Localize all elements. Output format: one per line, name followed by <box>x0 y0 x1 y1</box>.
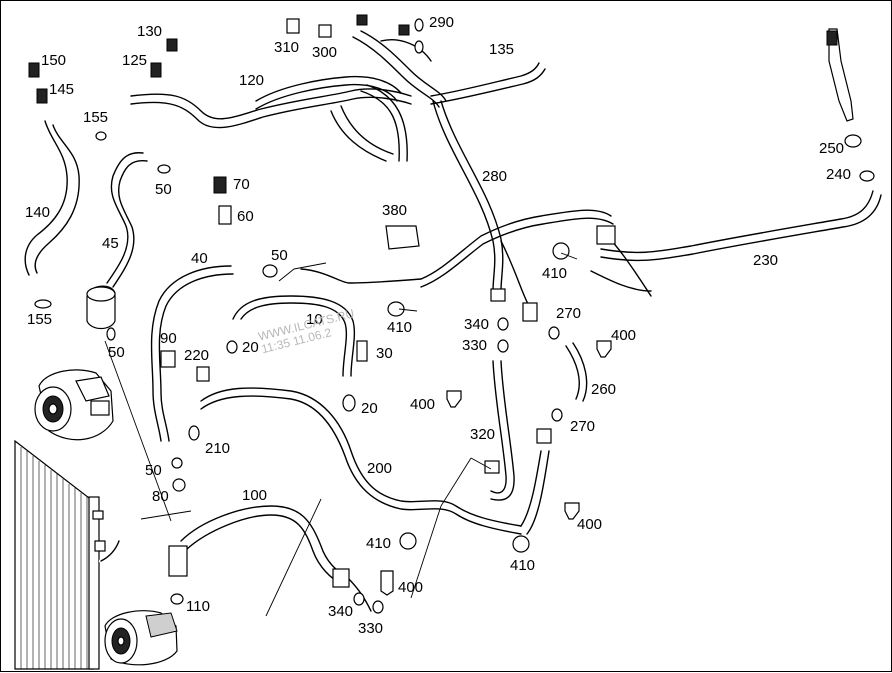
compressor-lower <box>104 610 178 666</box>
callout-140[interactable]: 140 <box>25 204 51 221</box>
callout-380[interactable]: 380 <box>382 202 408 219</box>
callout-80[interactable]: 80 <box>152 488 169 505</box>
leader-lines <box>104 252 578 617</box>
callout-330-mid[interactable]: 330 <box>462 337 488 354</box>
callout-40[interactable]: 40 <box>191 250 208 267</box>
callout-145[interactable]: 145 <box>49 81 75 98</box>
callout-60[interactable]: 60 <box>237 208 254 225</box>
callout-320[interactable]: 320 <box>470 426 496 443</box>
callout-70[interactable]: 70 <box>233 176 250 193</box>
expansion-rod <box>826 28 875 182</box>
callout-50-lower[interactable]: 50 <box>145 462 162 479</box>
callout-270-upper[interactable]: 270 <box>556 305 582 322</box>
callout-400-bottom[interactable]: 400 <box>398 579 424 596</box>
callout-230[interactable]: 230 <box>753 252 779 269</box>
callout-200[interactable]: 200 <box>367 460 393 477</box>
callout-400-mid[interactable]: 400 <box>410 396 436 413</box>
receiver-drier <box>86 285 116 330</box>
callout-150[interactable]: 150 <box>41 52 67 69</box>
callout-340-bottom[interactable]: 340 <box>328 603 354 620</box>
callout-50-upper[interactable]: 50 <box>155 181 172 198</box>
compressor-upper <box>34 369 114 441</box>
hoses <box>24 30 882 612</box>
callout-270-lower[interactable]: 270 <box>570 418 596 435</box>
callout-90[interactable]: 90 <box>160 330 177 347</box>
callout-130[interactable]: 130 <box>137 23 163 40</box>
callout-410-bottom[interactable]: 410 <box>510 557 536 574</box>
callout-240[interactable]: 240 <box>826 166 852 183</box>
callout-20-upper[interactable]: 20 <box>242 339 259 356</box>
callout-135[interactable]: 135 <box>489 41 515 58</box>
callout-410-mid[interactable]: 410 <box>387 319 413 336</box>
callout-10[interactable]: 10 <box>306 311 323 328</box>
callout-340-mid[interactable]: 340 <box>464 316 490 333</box>
callout-50-left[interactable]: 50 <box>108 344 125 361</box>
callout-280[interactable]: 280 <box>482 168 508 185</box>
callout-155-upper[interactable]: 155 <box>83 109 109 126</box>
callout-20-lower[interactable]: 20 <box>361 400 378 417</box>
callout-120[interactable]: 120 <box>239 72 265 89</box>
callout-30[interactable]: 30 <box>376 345 393 362</box>
callout-155-lower[interactable]: 155 <box>27 311 53 328</box>
callout-50-mid[interactable]: 50 <box>271 247 288 264</box>
callout-410-right[interactable]: 410 <box>542 265 568 282</box>
callout-220[interactable]: 220 <box>184 347 210 364</box>
callout-45[interactable]: 45 <box>102 235 119 252</box>
fittings <box>28 14 616 614</box>
callout-110[interactable]: 110 <box>186 598 210 615</box>
callout-210[interactable]: 210 <box>205 440 231 457</box>
callout-100[interactable]: 100 <box>242 487 268 504</box>
callout-400-lower-right[interactable]: 400 <box>577 516 603 533</box>
callout-250[interactable]: 250 <box>819 140 845 157</box>
callout-400-right[interactable]: 400 <box>611 327 637 344</box>
callout-330-bottom[interactable]: 330 <box>358 620 384 637</box>
callout-300[interactable]: 300 <box>312 44 338 61</box>
callout-290[interactable]: 290 <box>429 14 455 31</box>
callout-310[interactable]: 310 <box>274 39 300 56</box>
callout-125[interactable]: 125 <box>122 52 148 69</box>
callout-260[interactable]: 260 <box>591 381 617 398</box>
callout-410-lower[interactable]: 410 <box>366 535 392 552</box>
condenser <box>14 439 122 670</box>
